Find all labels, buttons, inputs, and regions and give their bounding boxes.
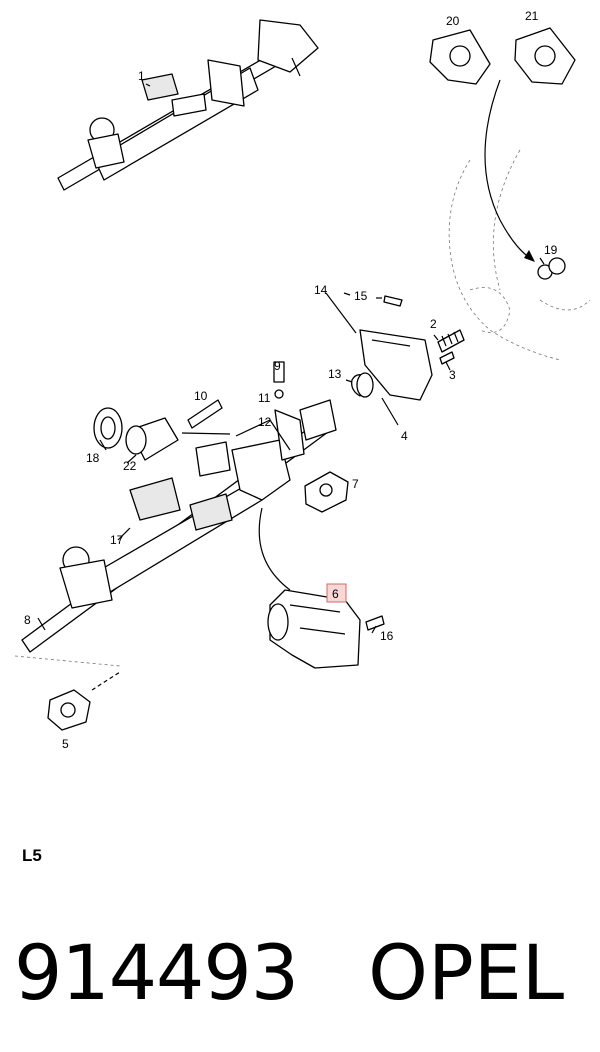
- callout-20: 20: [446, 14, 460, 28]
- callout-6: 6: [332, 587, 339, 601]
- callout-5: 5: [62, 737, 69, 751]
- callout-21: 21: [525, 9, 539, 23]
- part-number: 914493: [14, 928, 299, 1017]
- callout-18: 18: [86, 451, 100, 465]
- exploded-parts-diagram: 1 2 3 4 5 6 7 8 9 10 11 12 13 14 15 16 1…: [14, 9, 591, 751]
- callout-1: 1: [138, 69, 145, 83]
- upper-switch-housing: [351, 295, 465, 401]
- callout-13: 13: [328, 367, 342, 381]
- callout-12: 12: [258, 415, 272, 429]
- callout-9: 9: [274, 359, 281, 373]
- ignition-switch-housing: [258, 507, 385, 669]
- lock-cylinder: [93, 407, 179, 461]
- nut: [537, 257, 566, 280]
- upper-steering-column-assembly: [57, 19, 319, 191]
- brand-name: OPEL: [368, 928, 565, 1017]
- bushing: [14, 655, 121, 731]
- screws: [187, 361, 285, 429]
- callout-7: 7: [352, 477, 359, 491]
- callout-17: 17: [110, 533, 124, 547]
- dashboard-outline: [448, 149, 591, 361]
- diagram-code-label: L5: [22, 846, 42, 865]
- callout-19: 19: [544, 243, 558, 257]
- lower-steering-column-assembly: [21, 399, 337, 653]
- arrow-washer-to-nut: [484, 79, 535, 262]
- callout-10: 10: [194, 389, 208, 403]
- callout-16: 16: [380, 629, 394, 643]
- leader-lines: [37, 83, 545, 634]
- callout-6-highlight: [326, 583, 347, 603]
- callout-11: 11: [258, 391, 271, 405]
- callout-2: 2: [430, 317, 437, 331]
- footer-caption: 914493 OPEL: [14, 918, 594, 1028]
- callout-15: 15: [354, 289, 368, 303]
- lock-washers: [429, 27, 576, 85]
- callout-8: 8: [24, 613, 31, 627]
- coupling: [304, 471, 349, 513]
- callout-22: 22: [123, 459, 137, 473]
- callout-14: 14: [314, 283, 328, 297]
- callout-4: 4: [401, 429, 408, 443]
- callout-3: 3: [449, 368, 456, 382]
